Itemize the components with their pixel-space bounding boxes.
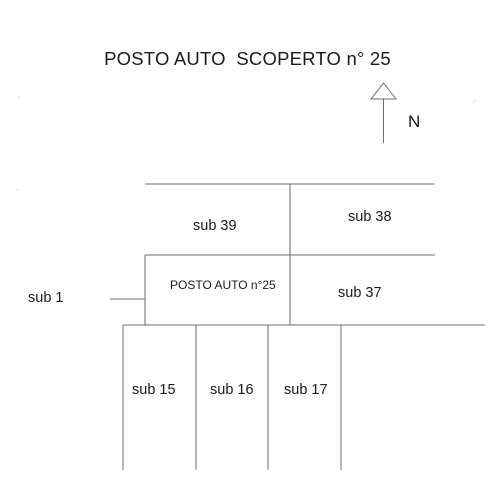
north-arrow-head <box>369 82 398 100</box>
marker-dot <box>18 96 20 98</box>
unit-sub-39: sub 39 <box>193 218 237 234</box>
unit-sub-17: sub 17 <box>284 382 328 398</box>
marker-dot <box>474 100 476 102</box>
unit-sub-16: sub 16 <box>210 382 254 398</box>
north-label: N <box>408 112 421 131</box>
unit-posto-auto-25: POSTO AUTO n°25 <box>170 278 276 292</box>
unit-sub-37: sub 37 <box>338 285 382 301</box>
unit-sub-15: sub 15 <box>132 382 176 398</box>
unit-sub-1: sub 1 <box>28 290 64 306</box>
plan-title: POSTO AUTO SCOPERTO n° 25 <box>104 48 391 69</box>
marker-dot <box>16 189 18 191</box>
unit-sub-38: sub 38 <box>348 209 392 225</box>
